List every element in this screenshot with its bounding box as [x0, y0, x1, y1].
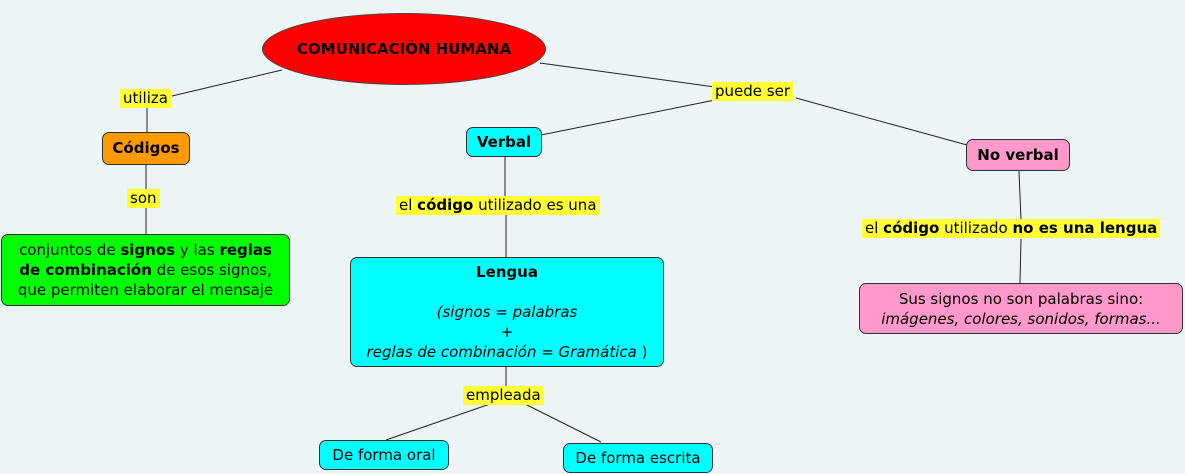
- node-de-forma-escrita[interactable]: De forma escrita: [563, 443, 713, 473]
- root-node-comunicacion-humana[interactable]: COMUNICACIÓN HUMANA: [262, 13, 546, 85]
- node-lengua-line1: (signos = palabras: [436, 303, 578, 321]
- node-lengua-line3-wrap: reglas de combinación = Gramática ): [351, 342, 663, 362]
- conjuntos-b3: de combinación: [19, 261, 152, 279]
- link-label-codigo-es-p2: utilizado es una: [473, 196, 597, 214]
- link-label-codigo-no-es-p1: el: [865, 219, 884, 237]
- link-label-codigo-es-p1: el: [399, 196, 418, 214]
- node-codigos[interactable]: Códigos: [102, 132, 190, 165]
- node-sus-signos-line2: imágenes, colores, sonidos, formas...: [881, 310, 1161, 328]
- link-label-empleada: empleada: [463, 386, 544, 405]
- node-lengua-line3-end: ): [636, 343, 648, 361]
- node-conjuntos-line3: que permiten elaborar el mensaje: [2, 280, 289, 300]
- link-label-codigo-es-b1: código: [417, 196, 474, 214]
- node-lengua-line3: reglas de combinación = Gramática: [366, 343, 637, 361]
- node-no-verbal-label: No verbal: [977, 146, 1059, 164]
- conjuntos-b2: reglas: [219, 241, 272, 259]
- connector-root-utiliza: [171, 69, 283, 97]
- connector-puedeser-verbal: [540, 99, 716, 136]
- conjuntos-t2: y las: [175, 241, 220, 259]
- node-de-forma-oral-label: De forma oral: [332, 446, 436, 464]
- node-no-verbal[interactable]: No verbal: [966, 139, 1070, 171]
- link-label-empleada-text: empleada: [466, 386, 541, 404]
- link-label-codigo-no-es-b2: no es una lengua: [1012, 219, 1158, 237]
- link-label-puede-ser-text: puede ser: [715, 82, 790, 100]
- conjuntos-b1: signos: [120, 241, 176, 259]
- link-label-codigo-no-es: el código utilizado no es una lengua: [862, 219, 1161, 238]
- node-verbal-label: Verbal: [476, 133, 532, 151]
- node-conjuntos-line1: conjuntos de signos y las reglas: [2, 240, 289, 260]
- node-sus-signos-line1: Sus signos no son palabras sino:: [898, 290, 1144, 308]
- node-de-forma-oral[interactable]: De forma oral: [319, 440, 449, 470]
- link-label-utiliza-text: utiliza: [123, 89, 168, 107]
- connector-root-puedeser: [539, 62, 716, 88]
- link-label-codigo-es: el código utilizado es una: [396, 196, 600, 215]
- connector-codigonoes-sussignos: [1019, 238, 1022, 284]
- node-conjuntos-signos[interactable]: conjuntos de signos y las reglas de comb…: [1, 234, 290, 306]
- node-verbal[interactable]: Verbal: [466, 127, 542, 157]
- node-de-forma-escrita-label: De forma escrita: [575, 449, 701, 467]
- conjuntos-t3: de esos signos,: [151, 261, 272, 279]
- node-lengua[interactable]: Lengua (signos = palabras + reglas de co…: [350, 257, 664, 367]
- conjuntos-t1: conjuntos de: [19, 241, 121, 259]
- conjuntos-t4: que permiten elaborar el mensaje: [17, 281, 274, 299]
- link-label-codigo-no-es-b1: código: [883, 219, 940, 237]
- link-label-utiliza: utiliza: [120, 89, 171, 108]
- link-label-puede-ser: puede ser: [712, 82, 793, 101]
- connector-noverbal-codigonoes: [1018, 170, 1022, 221]
- node-lengua-spacer: [351, 282, 663, 302]
- root-node-label: COMUNICACIÓN HUMANA: [296, 40, 512, 58]
- node-sus-signos[interactable]: Sus signos no son palabras sino: imágene…: [859, 283, 1183, 334]
- connector-empleada-escrita: [524, 403, 602, 443]
- link-label-codigo-no-es-p2: utilizado: [939, 219, 1013, 237]
- node-conjuntos-line2: de combinación de esos signos,: [2, 260, 289, 280]
- link-label-son-text: son: [130, 189, 157, 207]
- node-lengua-title: Lengua: [476, 263, 538, 281]
- connector-empleada-oral: [385, 403, 491, 441]
- link-label-son: son: [127, 189, 160, 208]
- node-codigos-label: Códigos: [112, 139, 180, 157]
- connector-puedeser-noverbal: [795, 97, 968, 146]
- node-lengua-line2: +: [500, 323, 514, 341]
